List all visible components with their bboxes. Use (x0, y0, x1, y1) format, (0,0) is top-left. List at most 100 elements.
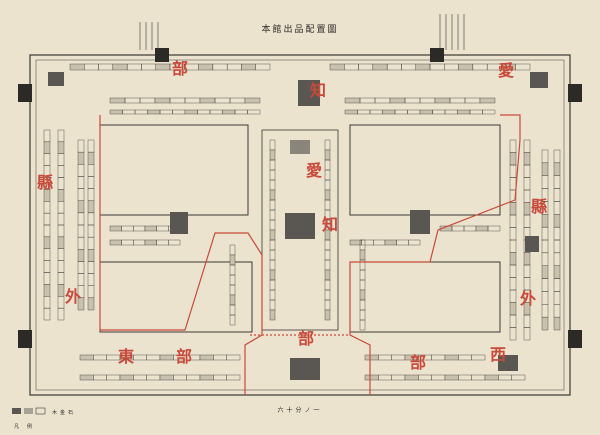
booth (199, 97, 216, 104)
booth (168, 239, 181, 246)
booth (69, 63, 85, 71)
booth (404, 374, 419, 381)
label-bu-bottom-left: 部 (176, 347, 192, 366)
booth (457, 109, 471, 115)
booth (389, 97, 406, 104)
booth (57, 189, 65, 202)
booth (43, 236, 51, 249)
booth (144, 225, 157, 232)
booth (419, 109, 433, 115)
legend-item-wood: 木 (52, 409, 57, 416)
booth (509, 302, 517, 316)
booth (553, 265, 561, 279)
legend-swatch-stone (35, 407, 46, 415)
booth (482, 109, 496, 115)
booth (444, 354, 459, 361)
booth (119, 374, 134, 381)
booth (553, 162, 561, 176)
booth (112, 63, 128, 71)
booth (541, 316, 549, 331)
booth (226, 374, 241, 381)
booth (155, 63, 171, 71)
booth (247, 109, 261, 115)
booth (509, 152, 517, 166)
label-chi-center: 知 (322, 215, 338, 234)
label-gai-right: 外 (519, 289, 536, 308)
booth (458, 63, 474, 71)
booth (523, 327, 531, 341)
booth (79, 374, 94, 381)
booth (541, 265, 549, 279)
booth (484, 374, 499, 381)
booth (269, 149, 276, 161)
booth (77, 297, 85, 311)
booth (199, 374, 214, 381)
booth (109, 109, 123, 115)
building-outline (29, 54, 571, 396)
booth (43, 284, 51, 297)
booth (229, 314, 236, 326)
booth (324, 189, 331, 201)
booth (77, 200, 85, 214)
booth (487, 225, 501, 232)
booth (408, 239, 421, 246)
booth (479, 97, 496, 104)
booth (147, 109, 161, 115)
booth (57, 236, 65, 249)
booth (384, 239, 397, 246)
label-nishi: 西 (490, 345, 506, 364)
booth (523, 152, 531, 166)
booth (359, 319, 366, 331)
booth (553, 316, 561, 331)
booth (364, 354, 379, 361)
booth (475, 225, 489, 232)
label-chi-top: 知 (310, 81, 326, 100)
booth (57, 284, 65, 297)
booth (364, 374, 379, 381)
booth (87, 297, 95, 311)
legend-item-metal: 金 (60, 409, 65, 416)
booth (87, 151, 95, 165)
booth (523, 252, 531, 266)
booth (515, 63, 531, 71)
booth (511, 374, 526, 381)
top-annotations (139, 14, 465, 50)
exhibit-blocks (48, 72, 548, 371)
corner-towers (18, 48, 582, 348)
booth (109, 97, 126, 104)
booth (553, 214, 561, 228)
booth (329, 63, 345, 71)
booth (509, 252, 517, 266)
booth (541, 214, 549, 228)
district-boundary (99, 114, 521, 395)
booth (109, 225, 122, 232)
booth (509, 327, 517, 341)
booth (77, 151, 85, 165)
booth (87, 249, 95, 262)
booth (154, 97, 171, 104)
booth (109, 239, 122, 246)
booth (222, 109, 236, 115)
booth (43, 307, 51, 321)
booth (523, 202, 531, 216)
booth (541, 162, 549, 176)
booth (87, 200, 95, 214)
legend: 木 金 石 凡例 (12, 407, 73, 430)
booth (269, 309, 276, 321)
booth (509, 202, 517, 216)
label-bu-center: 部 (298, 329, 314, 348)
label-gai-left: 外 (64, 287, 81, 306)
booth (198, 63, 214, 71)
booth (324, 309, 331, 321)
booth-rows (43, 63, 561, 381)
booth (144, 239, 157, 246)
legend-label: 凡例 (14, 423, 40, 430)
booth (43, 141, 51, 154)
map-title: 本館出品配置圖 (261, 23, 338, 35)
booth (184, 109, 198, 115)
booth (244, 97, 261, 104)
booth (324, 149, 331, 161)
central-hall (261, 80, 339, 380)
booth (159, 354, 174, 361)
